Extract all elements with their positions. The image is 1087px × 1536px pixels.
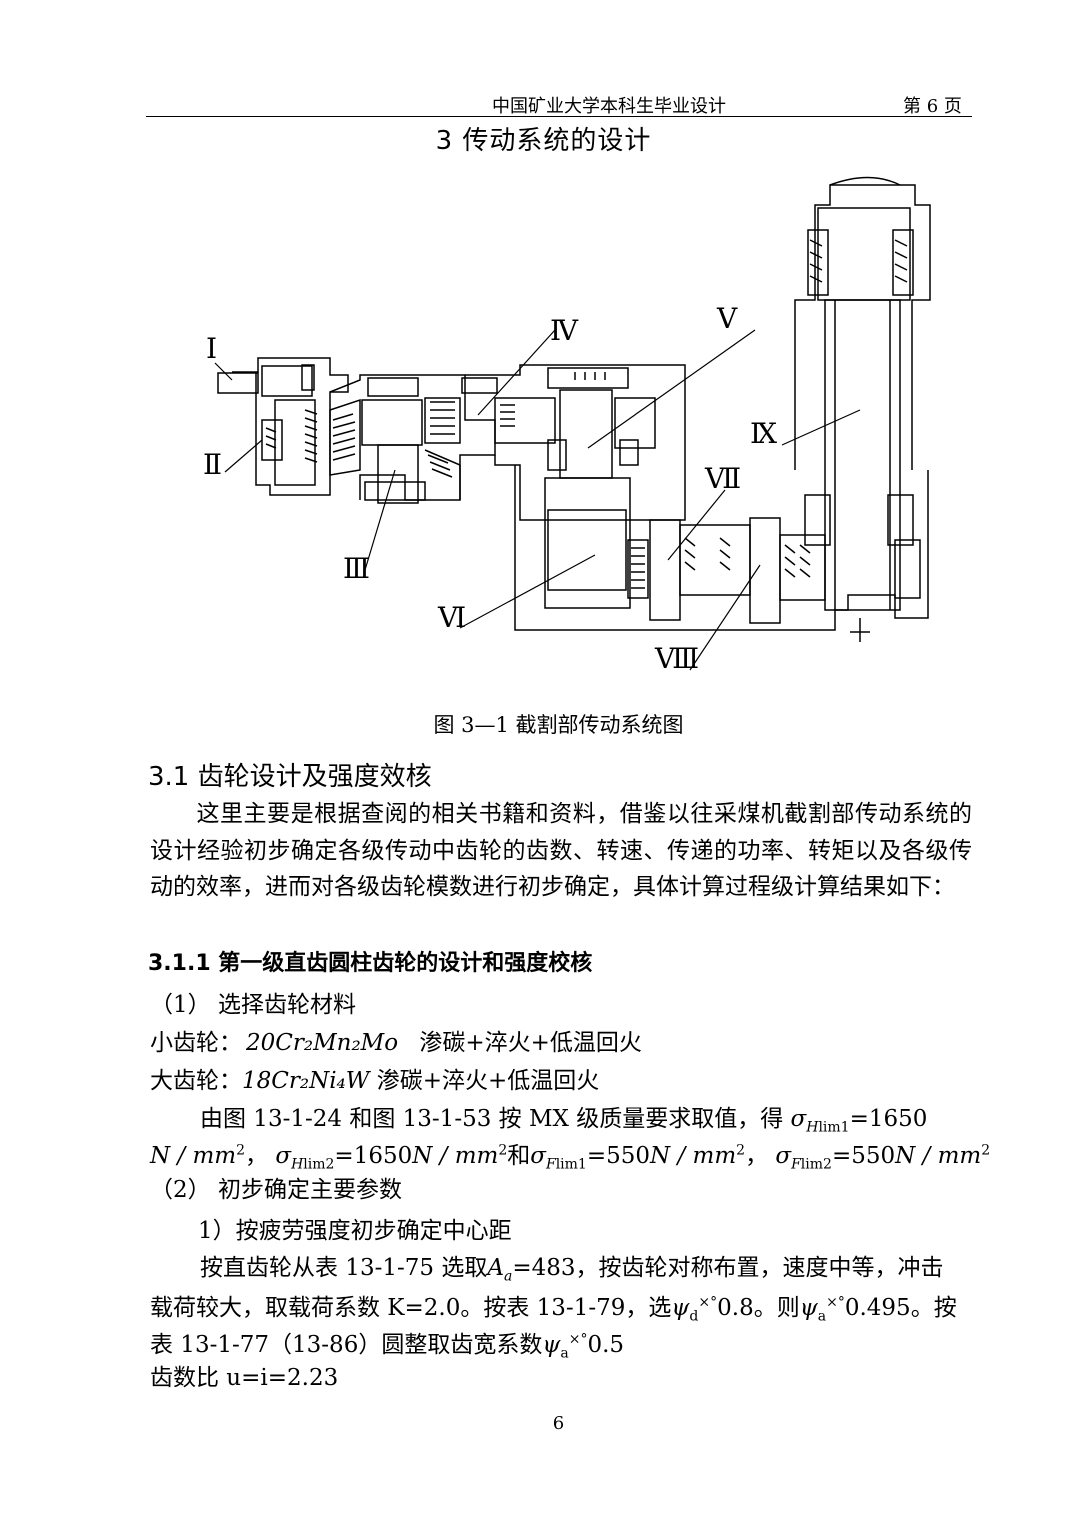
step-1: 1）按疲劳强度初步确定中心距 bbox=[198, 1218, 512, 1244]
calc-line-2: 载荷较大，取载荷系数 K=2.0。按表 13-1-79，选ψd×°0.8。则ψa… bbox=[150, 1294, 957, 1325]
calc2-c: 0.495。按 bbox=[844, 1295, 957, 1321]
limits-intro: 由图 13-1-24 和图 13-1-53 按 MX 级质量要求取值，得 bbox=[200, 1106, 784, 1132]
item-1: （1） 选择齿轮材料 bbox=[150, 992, 356, 1018]
header-title: 中国矿业大学本科生毕业设计 bbox=[492, 96, 726, 117]
label-VIII: Ⅷ bbox=[654, 642, 699, 675]
figure-caption: 图 3—1 截割部传动系统图 bbox=[433, 713, 684, 737]
output-tower bbox=[794, 176, 931, 611]
and-word: 和 bbox=[507, 1143, 531, 1169]
label-III: Ⅲ bbox=[343, 552, 370, 585]
label-VII: Ⅶ bbox=[704, 462, 741, 495]
calc2-a: 载荷较大，取载荷系数 K=2.0。按表 13-1-79，选 bbox=[150, 1295, 672, 1321]
pinion-material: 20Cr₂Mn₂Mo bbox=[246, 1030, 399, 1056]
shaft-labels: Ⅰ Ⅱ Ⅲ Ⅳ Ⅴ Ⅵ Ⅶ Ⅷ Ⅸ bbox=[203, 302, 777, 675]
calc1-b: =483，按齿轮对称布置，速度中等，冲击 bbox=[512, 1255, 944, 1281]
input-housing bbox=[217, 357, 349, 496]
transmission-diagram: Ⅰ Ⅱ Ⅲ Ⅳ Ⅴ Ⅵ Ⅶ Ⅷ Ⅸ bbox=[203, 176, 931, 675]
chapter-title: 3 传动系统的设计 bbox=[435, 126, 652, 156]
intro-paragraph: 这里主要是根据查阅的相关书籍和资料，借鉴以往采煤机截割部传动系统的设计经验初步确… bbox=[150, 796, 972, 906]
shaft-IV-V bbox=[461, 364, 686, 521]
item-2: （2） 初步确定主要参数 bbox=[150, 1177, 402, 1203]
gear-treatment: 渗碳+淬火+低温回火 bbox=[376, 1068, 600, 1094]
label-IX: Ⅸ bbox=[750, 417, 777, 450]
calc-line-3: 表 13-1-77（13-86）圆整取齿宽系数ψa×°0.5 bbox=[150, 1331, 625, 1362]
header-page-label: 第 6 页 bbox=[903, 96, 962, 117]
calc-line-1: 按直齿轮从表 13-1-75 选取Aa=483，按齿轮对称布置，速度中等，冲击 bbox=[200, 1255, 944, 1285]
gear-material: 18Cr₂Ni₄W bbox=[242, 1068, 370, 1094]
pinion-label: 小齿轮： bbox=[150, 1030, 242, 1056]
limits-line-1: 由图 13-1-24 和图 13-1-53 按 MX 级质量要求取值，得 σHl… bbox=[200, 1106, 928, 1136]
label-II: Ⅱ bbox=[203, 448, 222, 481]
pinion-line: 小齿轮：20Cr₂Mn₂Mo 渗碳+淬火+低温回火 bbox=[150, 1023, 642, 1057]
sigma-flim2-value: =550 bbox=[831, 1143, 896, 1169]
calc1-a: 按直齿轮从表 13-1-75 选取 bbox=[200, 1255, 488, 1281]
intro-text: 这里主要是根据查阅的相关书籍和资料，借鉴以往采煤机截割部传动系统的设计经验初步确… bbox=[150, 801, 972, 900]
lower-gearbox bbox=[514, 465, 929, 642]
label-I: Ⅰ bbox=[206, 332, 217, 365]
unit-4: N / mm bbox=[895, 1143, 982, 1169]
leader-lines bbox=[214, 329, 861, 671]
subsection-title: 3.1.1 第一级直齿圆柱齿轮的设计和强度校核 bbox=[148, 951, 593, 976]
label-IV: Ⅳ bbox=[550, 314, 579, 347]
pinion-treatment: 渗碳+淬火+低温回火 bbox=[419, 1030, 642, 1056]
label-V: Ⅴ bbox=[716, 302, 738, 335]
sigma-flim1-value: =550 bbox=[586, 1143, 651, 1169]
page-number: 6 bbox=[552, 1413, 565, 1434]
sigma-hlim2-value: =1650 bbox=[334, 1143, 413, 1169]
unit-3: N / mm bbox=[650, 1143, 737, 1169]
gear-line: 大齿轮：18Cr₂Ni₄W 渗碳+淬火+低温回火 bbox=[150, 1061, 599, 1095]
label-VI: Ⅵ bbox=[437, 601, 466, 634]
sigma-hlim1-value: =1650 bbox=[849, 1106, 928, 1132]
unit-2: N / mm bbox=[412, 1143, 499, 1169]
calc3-b: 0.5 bbox=[587, 1332, 625, 1358]
bevel-stage bbox=[329, 374, 496, 504]
header-rule bbox=[146, 116, 972, 117]
ratio-line: 齿数比 u=i=2.23 bbox=[150, 1365, 339, 1391]
section-title: 3.1 齿轮设计及强度效核 bbox=[148, 762, 432, 792]
calc2-b: 0.8。则 bbox=[717, 1295, 800, 1321]
calc3-a: 表 13-1-77（13-86）圆整取齿宽系数 bbox=[150, 1332, 543, 1358]
limits-line-2: N / mm2， σHlim2=1650N / mm2和σFlim1=550N … bbox=[150, 1142, 991, 1173]
gear-label: 大齿轮： bbox=[150, 1068, 242, 1094]
unit-1: N / mm bbox=[150, 1143, 237, 1169]
